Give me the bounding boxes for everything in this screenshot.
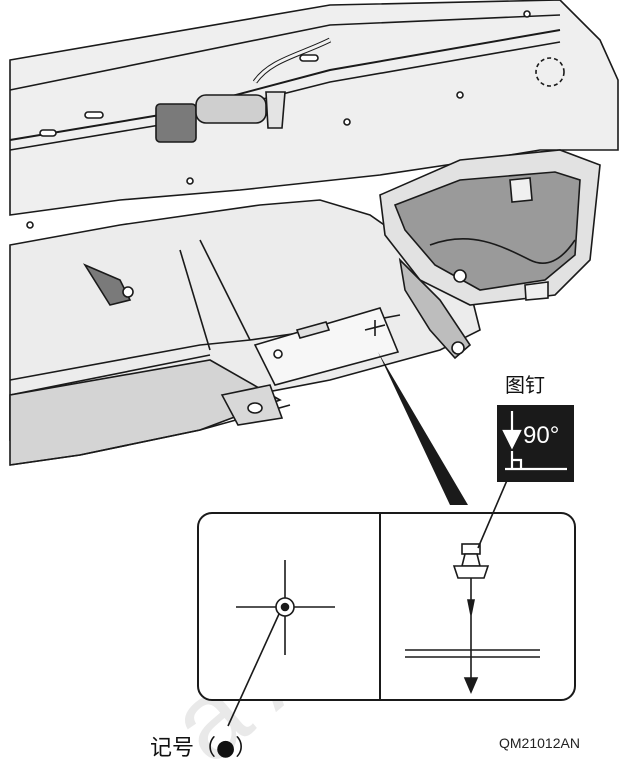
angle-badge: 90° [497, 405, 574, 482]
pushpin-icon [405, 477, 540, 695]
detail-pointer [378, 352, 468, 505]
wiring-harness-icon [155, 37, 332, 143]
mark-label: 记号（●） [150, 736, 258, 761]
clip-icon [247, 402, 263, 414]
lower-panel [9, 199, 481, 466]
figure-code: QM21012AN [499, 735, 580, 751]
side-opening [379, 149, 601, 360]
crosshair-mark-icon [227, 560, 335, 727]
label-plate [253, 307, 400, 386]
pushpin-label: 图钉 [505, 373, 545, 397]
detail-box [197, 512, 576, 701]
angle-label: 90° [523, 422, 560, 449]
